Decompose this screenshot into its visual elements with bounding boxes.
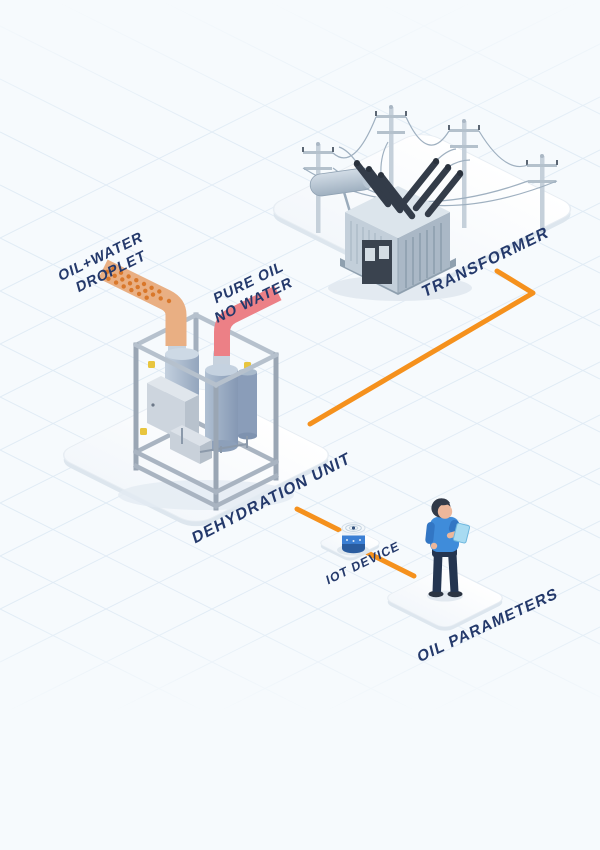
dehydration-unit-illustration xyxy=(98,259,294,511)
connector-transformer-to-dehydration xyxy=(307,268,536,427)
bushings xyxy=(353,158,464,220)
bushing-icon xyxy=(365,166,404,214)
bushing-icon xyxy=(400,158,440,206)
power-pole xyxy=(526,154,558,232)
person-leg xyxy=(432,550,443,592)
radiator-fins xyxy=(405,223,442,288)
person-arm xyxy=(425,521,435,544)
person-face xyxy=(437,504,453,519)
inlet-pipe xyxy=(98,259,187,346)
bottom-piping xyxy=(181,428,248,453)
outlet-pipe xyxy=(214,285,282,356)
bushing-caps xyxy=(354,158,463,178)
unit-frame-front xyxy=(132,341,280,511)
person-foot xyxy=(428,590,444,598)
bushing-icon xyxy=(353,160,392,208)
pump-box xyxy=(170,425,212,464)
person-hair-front xyxy=(433,498,450,508)
connector-iot-to-oil-parameters xyxy=(363,549,417,579)
person-illustration xyxy=(425,498,471,602)
iot-device-illustration xyxy=(337,522,369,556)
bushing-icon xyxy=(424,170,464,218)
person-foot xyxy=(447,590,463,598)
transformer-illustration xyxy=(302,105,558,301)
connector-dehydration-to-iot xyxy=(294,506,342,533)
person-hand xyxy=(430,542,438,550)
inlet-droplets xyxy=(104,266,172,304)
power-pole xyxy=(375,105,407,188)
tablet xyxy=(452,522,471,544)
bushing-icon xyxy=(377,172,416,220)
person-leg xyxy=(448,552,459,592)
power-pole xyxy=(448,119,480,228)
filter-cylinder xyxy=(238,368,257,440)
bushing-icon xyxy=(412,164,452,212)
